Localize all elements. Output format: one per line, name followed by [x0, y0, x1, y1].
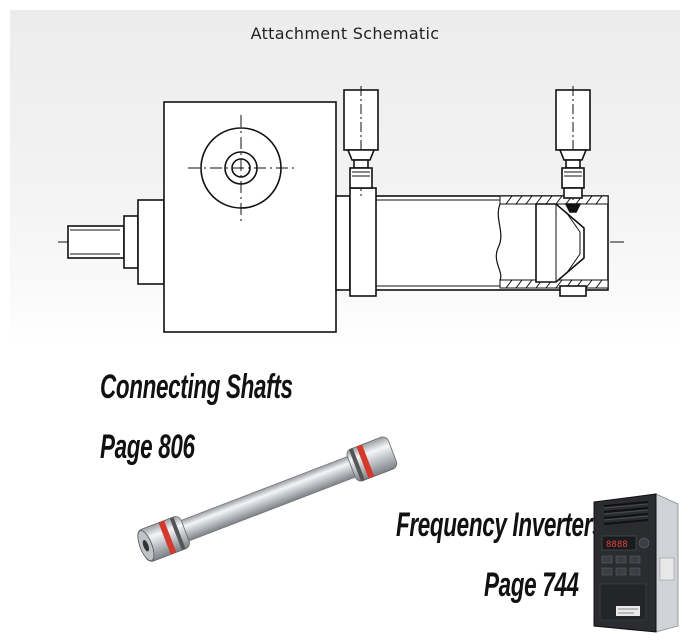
frequency-inverters-page[interactable]: Page 744	[484, 566, 579, 604]
schematic-title: Attachment Schematic	[250, 24, 440, 43]
sensor-right	[555, 86, 591, 200]
inverter-display	[601, 535, 637, 551]
connecting-shafts-page[interactable]: Page 806	[100, 428, 195, 466]
connector-piece	[335, 195, 351, 291]
gearbox-flange	[137, 199, 165, 285]
shaft-tube	[161, 450, 374, 549]
connecting-shafts-title[interactable]: Connecting Shafts	[100, 368, 293, 406]
shaft-collar	[123, 215, 139, 269]
svg-text:8888: 8888	[606, 540, 628, 550]
sensing-target	[564, 203, 582, 213]
cylinder-collar	[349, 187, 377, 297]
break-line	[495, 203, 502, 281]
gearbox-block	[163, 101, 337, 333]
connecting-shaft-image[interactable]	[128, 436, 408, 566]
attachment-schematic-drawing	[58, 86, 628, 333]
sensor-left	[343, 86, 379, 196]
shaft-stub	[67, 225, 125, 259]
bottom-nut	[559, 285, 587, 297]
frequency-inverter-image[interactable]: 8888	[586, 488, 682, 634]
frequency-inverters-title[interactable]: Frequency Inverters	[396, 506, 605, 544]
